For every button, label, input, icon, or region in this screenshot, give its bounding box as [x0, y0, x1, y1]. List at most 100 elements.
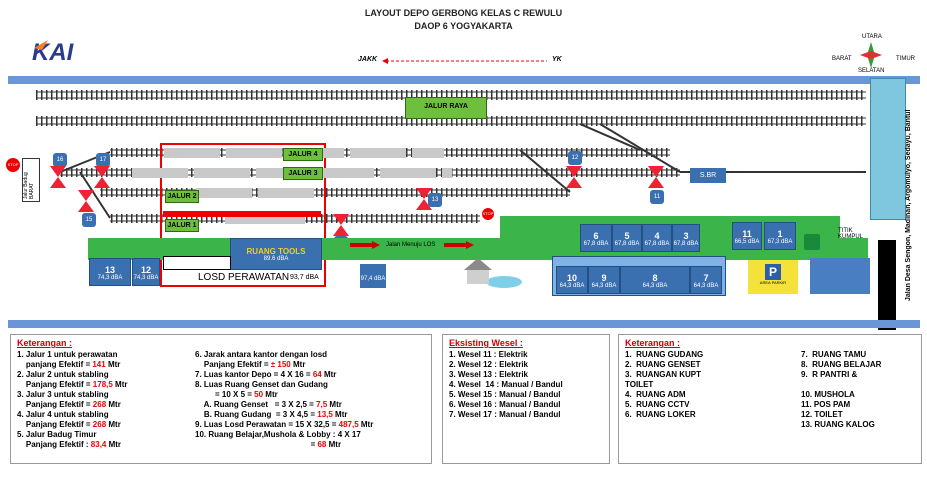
direction-left: JAKK	[358, 56, 378, 63]
titik-kumpul-label: TITIK KUMPUL	[838, 228, 864, 240]
switch-stand-icon	[416, 188, 432, 210]
logo-swoosh-icon	[34, 40, 48, 50]
room-dba: 66,5 dBA	[734, 239, 760, 245]
legend-line-unit: Mtr	[263, 390, 278, 399]
switch-13: 13	[428, 193, 442, 207]
legend-line-text: 2. Jalur 2 untuk stabling	[17, 370, 109, 379]
legend-line-unit: Mtr	[358, 420, 374, 429]
room-number: 8	[652, 273, 658, 283]
legend-line: 10. MUSHOLA	[801, 390, 855, 399]
legend-wesel: Eksisting Wesel : 1. Wesel 11 : Elektrik…	[442, 334, 610, 464]
room-dba: 64,3 dBA	[591, 283, 617, 289]
legend-line: 12. TOILET	[801, 410, 843, 419]
legend-1-title: Keterangan :	[17, 338, 73, 348]
legend-line-unit: Mtr	[112, 380, 128, 389]
jalur-badug-label: Jalur Badug BARAT	[23, 172, 35, 199]
road-arrow-icon	[444, 241, 474, 249]
legend-line: 13. RUANG KALOG	[801, 420, 875, 429]
legend-line-text: 4. Jalur 4 untuk stabling	[17, 410, 109, 419]
legend-line: 5. Wesel 15 : Manual / Bandul	[449, 390, 561, 399]
parking-area: P AREA PARKIR	[748, 260, 798, 294]
legend-line-value: 64	[312, 370, 322, 379]
legend-line-unit: Mtr	[106, 440, 122, 449]
legend-line	[801, 380, 881, 390]
ruang-tools-label: RUANG TOOLS	[246, 247, 306, 256]
legend-line: Panjang Efektif = ± 150 Mtr	[195, 360, 373, 370]
legend-line-text: A. Ruang Genset = 3 X 2,5 =	[195, 400, 317, 409]
noise-point: 97,4 dBA	[360, 264, 386, 288]
legend-line-value: 141	[92, 360, 106, 369]
switch-stand-icon	[566, 166, 582, 188]
legend-line: 6. Jarak antara kantor dengan losd	[195, 350, 373, 360]
legend-line: 1. Jalur 1 untuk perawatan	[17, 350, 128, 360]
room-dba: 74,3 dBA	[97, 275, 123, 281]
legend-line-unit: Mtr	[326, 440, 342, 449]
switch-15: 15	[82, 213, 96, 227]
bottom-band	[8, 320, 920, 328]
jalur-2-label: JALUR 2	[165, 190, 199, 203]
parking-icon: P	[765, 264, 781, 280]
legend-line: 7. Wesel 17 : Manual / Bandul	[449, 410, 561, 419]
compass: UTARA BARAT TIMUR SELATAN	[828, 34, 918, 80]
compass-north: UTARA	[862, 34, 882, 40]
legend-line-text: 6. Jarak antara kantor dengan losd	[195, 350, 328, 359]
room-number: 12	[140, 265, 151, 275]
room-dba: 64,3 dBA	[693, 283, 719, 289]
switch-11: 11	[650, 190, 664, 204]
legend-line: 3. RUANGAN KUPT	[625, 370, 702, 379]
switch-17: 17	[96, 153, 110, 167]
legend-line: 5. Jalur Badug Timur	[17, 430, 128, 440]
page-title: LAYOUT DEPO GERBONG KELAS C REWULU	[364, 8, 563, 18]
side-road-label-wrap: Jalan Desa Sengon, Madinan, Argomulyo, S…	[905, 90, 927, 320]
compass-west: BARAT	[832, 56, 852, 62]
gate-icon	[163, 256, 231, 270]
ruang-tools: RUANG TOOLS 89.6 dBA	[230, 238, 322, 270]
legend-line-text: Panjang Efektif :	[17, 440, 91, 449]
room-number: 7	[703, 273, 709, 283]
legend-line: = 68 Mtr	[195, 440, 373, 450]
parking-label: AREA PARKIR	[759, 280, 787, 285]
legend-line-text: 3. Jalur 3 untuk stabling	[17, 390, 109, 399]
legend-line-value: 50	[254, 390, 264, 399]
legend-line: Panjang Efektif : 83,4 Mtr	[17, 440, 128, 450]
kai-logo: KAI	[30, 38, 100, 66]
ruang-tools-dba: 89.6 dBA	[263, 256, 289, 262]
switch-12: 12	[568, 151, 582, 165]
jalur-3-label: JALUR 3	[283, 167, 323, 180]
sbr-building: S.BR	[690, 168, 726, 183]
legend-line: B. Ruang Gudang = 3 X 4,5 = 13,5 Mtr	[195, 410, 373, 420]
direction-arrow-icon	[382, 58, 547, 64]
legend-line: 8. Luas Ruang Genset dan Gudang	[195, 380, 373, 390]
legend-line-unit: Mtr	[327, 400, 342, 409]
legend-line: 3. Wesel 13 : Elektrik	[449, 370, 529, 379]
legend-line: 3. Jalur 3 untuk stabling	[17, 390, 128, 400]
room-number: 13	[104, 265, 115, 275]
jalur-badug-barat: Jalur Badug BARAT	[22, 158, 40, 202]
legend-line: 7. Luas kantor Depo = 4 X 16 = 64 Mtr	[195, 370, 373, 380]
legend-line-text: 8. Luas Ruang Genset dan Gudang	[195, 380, 328, 389]
jalur-raya-label: JALUR RAYA	[405, 97, 487, 119]
legend-line-unit: Mtr	[290, 360, 306, 369]
switch-stand-icon	[50, 166, 66, 188]
legend-line: 8. RUANG BELAJAR	[801, 360, 882, 369]
legend-line: 6. RUANG LOKER	[625, 410, 696, 419]
legend-line-text: 1. Jalur 1 untuk perawatan	[17, 350, 118, 359]
direction-right: YK	[552, 56, 562, 63]
room-number: 1	[777, 229, 783, 239]
legend-line-value: 83,4	[90, 440, 107, 449]
losd-dba: 93,7 dBA	[290, 274, 319, 281]
assembly-point-icon	[804, 234, 820, 250]
room-dba: 67,8 dBA	[583, 241, 609, 247]
room-number: 4	[654, 231, 660, 241]
legend-line-text: =	[195, 440, 318, 449]
legend-line-value: ± 150	[270, 360, 291, 369]
